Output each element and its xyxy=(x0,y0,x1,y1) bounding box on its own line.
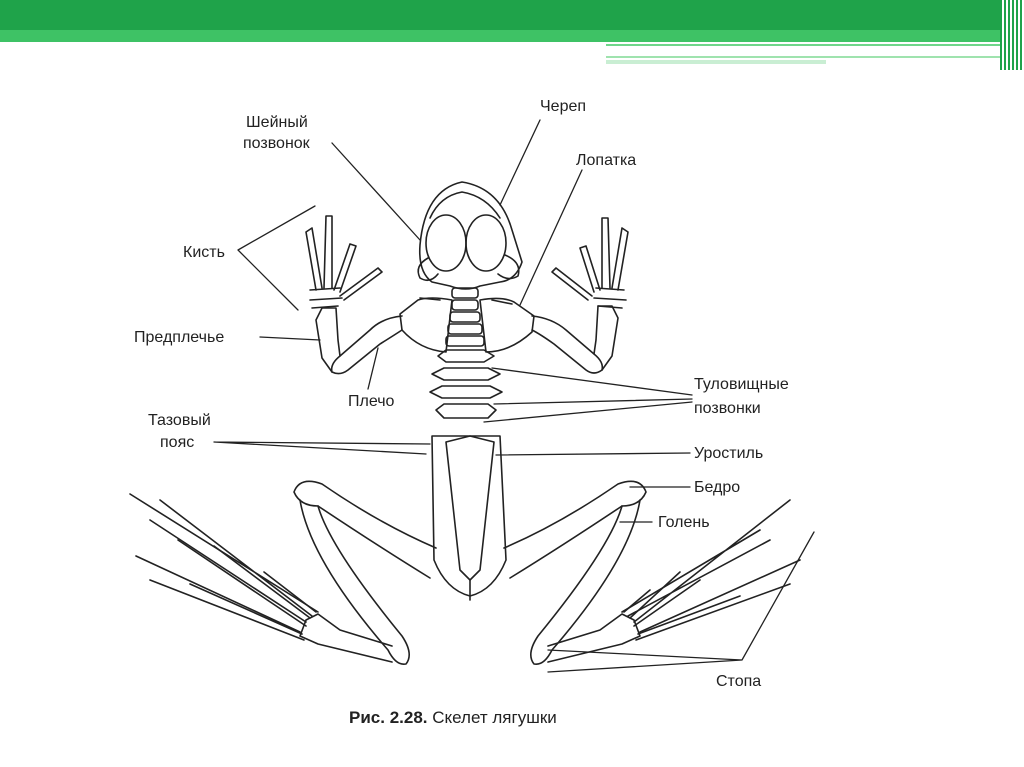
left-arm xyxy=(305,215,403,375)
label-trunk-vertebrae-line1: Туловищные xyxy=(694,376,789,393)
label-pelvic-girdle-line2: пояс xyxy=(160,434,195,451)
leader-lines xyxy=(213,119,815,673)
header-stripe-thin xyxy=(606,60,826,64)
label-forearm: Предплечье xyxy=(134,329,225,346)
label-thigh: Бедро xyxy=(694,479,741,496)
label-pelvic-girdle-line1: Тазовый xyxy=(148,412,211,429)
right-arm xyxy=(531,217,629,374)
caption-number: Рис. 2.28. xyxy=(349,708,428,727)
left-leg xyxy=(129,480,437,666)
figure-caption: Рис. 2.28. Скелет лягушки xyxy=(349,708,557,728)
label-shin: Голень xyxy=(658,514,710,531)
label-trunk-vertebrae-line2: позвонки xyxy=(694,400,761,417)
vertebral-column xyxy=(429,287,503,419)
header-edge-lines xyxy=(1000,0,1024,70)
label-hand: Кисть xyxy=(183,244,225,261)
label-urostyle: Уростиль xyxy=(694,445,764,462)
header-bar xyxy=(0,0,1024,30)
label-foot: Стопа xyxy=(716,673,762,690)
label-scapula: Лопатка xyxy=(576,152,637,169)
header-stripe xyxy=(606,44,1000,58)
label-skull: Череп xyxy=(540,98,587,115)
label-upper-arm: Плечо xyxy=(348,393,395,410)
pelvic-girdle xyxy=(431,435,507,601)
skull xyxy=(417,181,523,290)
caption-text: Скелет лягушки xyxy=(432,708,557,727)
label-cervical-vertebra-line2: позвонок xyxy=(243,135,310,152)
shoulder-girdle xyxy=(399,297,535,353)
header-accent-bar xyxy=(0,30,1000,42)
label-cervical-vertebra-line1: Шейный xyxy=(246,114,308,131)
right-leg xyxy=(503,480,801,666)
